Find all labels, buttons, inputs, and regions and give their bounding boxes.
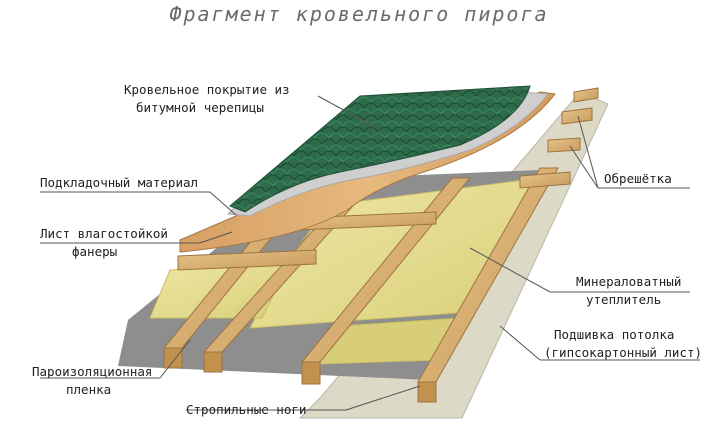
label-ceiling-line1: Подшивка потолка — [554, 327, 675, 342]
label-underlay: Подкладочный материал — [40, 175, 199, 190]
label-plywood-line2: фанеры — [72, 244, 118, 259]
label-ceiling-line2: (гипсокартонный лист) — [544, 345, 703, 360]
battens — [177, 87, 599, 271]
label-plywood-line1: Лист влагостойкой — [40, 226, 168, 241]
label-shingles-line1: Кровельное покрытие из — [124, 82, 290, 97]
diagram-title: Фрагмент кровельного пирога — [169, 2, 549, 26]
label-vapor-line1: Пароизоляционная — [32, 364, 153, 379]
label-insulation-line1: Минераловатный — [576, 274, 682, 289]
label-shingles-line2: битумной черепицы — [136, 100, 264, 115]
label-rafters: Стропильные ноги — [186, 402, 307, 417]
label-vapor-line2: пленка — [66, 382, 112, 397]
label-battens: Обрешётка — [604, 171, 672, 186]
leader-lines — [40, 95, 700, 411]
label-insulation-line2: утеплитель — [586, 292, 662, 307]
shingle-covering — [229, 85, 531, 213]
